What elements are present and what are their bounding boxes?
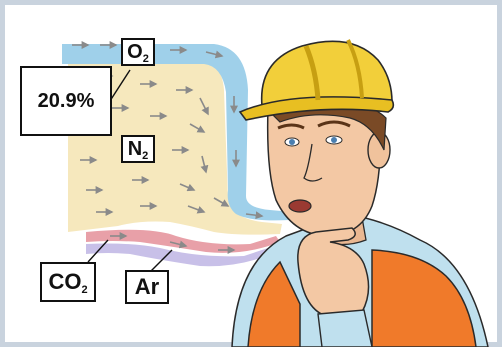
safety-vest-right	[372, 250, 476, 347]
nitrogen-label: N2	[121, 135, 155, 163]
oxygen-label: O2	[121, 38, 155, 66]
argon-label: Ar	[125, 270, 169, 304]
worker-illustration	[232, 40, 488, 347]
mouth	[289, 200, 311, 212]
co2-label: CO2	[40, 262, 96, 302]
wrist-sleeve	[318, 310, 372, 347]
percent-label: 20.9%	[20, 66, 112, 136]
